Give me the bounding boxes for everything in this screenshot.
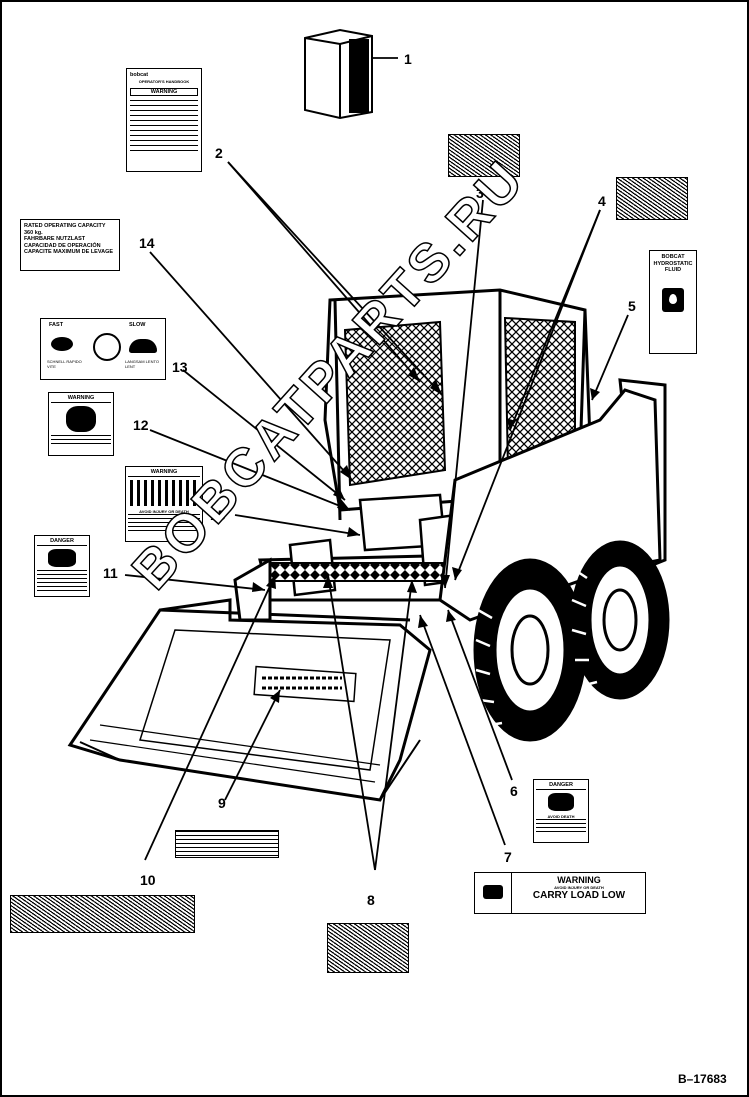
tires [473,540,670,742]
callout-14: 14 [139,235,155,251]
callout-8: 8 [367,892,375,908]
callout-9: 9 [218,795,226,811]
callout-3: 3 [476,185,484,201]
rated-line1: RATED OPERATING CAPACITY [24,223,106,229]
carry-warning-title: WARNING [557,875,601,885]
slow-sub-label: LANGSAM LENTO LENT [125,359,159,369]
loader-pictogram [483,885,503,899]
fluid-box-1 [304,28,373,120]
hydrostatic-fluid-decal: BOBCAT HYDROSTATIC FLUID [649,250,697,354]
warning-title: WARNING [51,395,111,403]
carry-load-low-decal: WARNING AVOID INJURY OR DEATH CARRY LOAD… [474,872,646,914]
hatched-decal-a [448,134,520,177]
hazard-pictogram [66,405,96,432]
danger-right-title: DANGER [536,782,586,790]
figure-reference: B–17683 [678,1072,727,1086]
hazard-pictogram [48,548,76,567]
callout-5: 5 [628,298,636,314]
callout-7: 7 [504,849,512,865]
callout-2: 2 [215,145,223,161]
slow-label: SLOW [129,322,146,328]
gauge-icon [93,333,121,361]
small-instruction-decal [175,830,279,858]
danger-right-sub: AVOID DEATH [547,813,575,819]
hatched-decal-c [10,895,195,933]
callout-4: 4 [598,193,606,209]
rated-line4: CAPACIDAD DE OPERACIÓN [24,242,101,249]
danger-title: DANGER [37,538,87,546]
hazard-pictogram [130,479,200,506]
callout-15: 15 [210,507,226,523]
fast-label: FAST [49,322,64,328]
callout-1: 1 [404,51,412,67]
fluid-drop-icon [662,287,684,312]
turtle-icon [129,339,157,353]
fast-sub-label: SCHNELL RAPIDO VITE [47,359,82,369]
avoid-injury-sub: AVOID INJURY OR DEATH [139,508,189,514]
danger-decal-right: DANGER AVOID DEATH [533,779,589,843]
hydro-line3: FLUID [664,267,682,273]
callout-11: 11 [103,565,118,581]
warning-decal-small: WARNING [48,392,114,456]
danger-decal-left: DANGER [34,535,90,597]
hatched-decal-d [327,923,409,973]
speed-decal: FAST SLOW SCHNELL RAPIDO VITE LANGSAM LE… [40,318,166,380]
carry-main: CARRY LOAD LOW [532,890,626,901]
hazard-pictogram [548,792,574,811]
avoid-injury-title: WARNING [128,469,200,477]
callout-6: 6 [510,783,518,799]
rated-line5: CAPACITE MAXIMUM DE LEVAGE [24,249,114,255]
callout-12: 12 [133,417,149,433]
avoid-injury-decal: WARNING AVOID INJURY OR DEATH [125,466,203,542]
rated-capacity-decal: RATED OPERATING CAPACITY 360 kg. FAHRBAR… [20,219,120,271]
handbook-title: OPERATOR'S HANDBOOK [138,78,190,84]
operators-handbook-decal: bobcat OPERATOR'S HANDBOOK WARNING [126,68,202,172]
handbook-warning: WARNING [130,87,198,96]
rated-line2: 360 kg. [24,229,43,236]
brand-label: bobcat [130,72,149,78]
hydro-line2: HYDROSTATIC [653,260,693,267]
rated-line3: FAHRBARE NUTZLAST [24,236,86,242]
rabbit-icon [51,337,73,351]
carry-sub: AVOID INJURY OR DEATH [554,885,604,890]
callout-13: 13 [172,359,188,375]
callout-10: 10 [140,872,156,888]
hatched-decal-b [616,177,688,220]
hydro-line1: BOBCAT [661,254,685,260]
